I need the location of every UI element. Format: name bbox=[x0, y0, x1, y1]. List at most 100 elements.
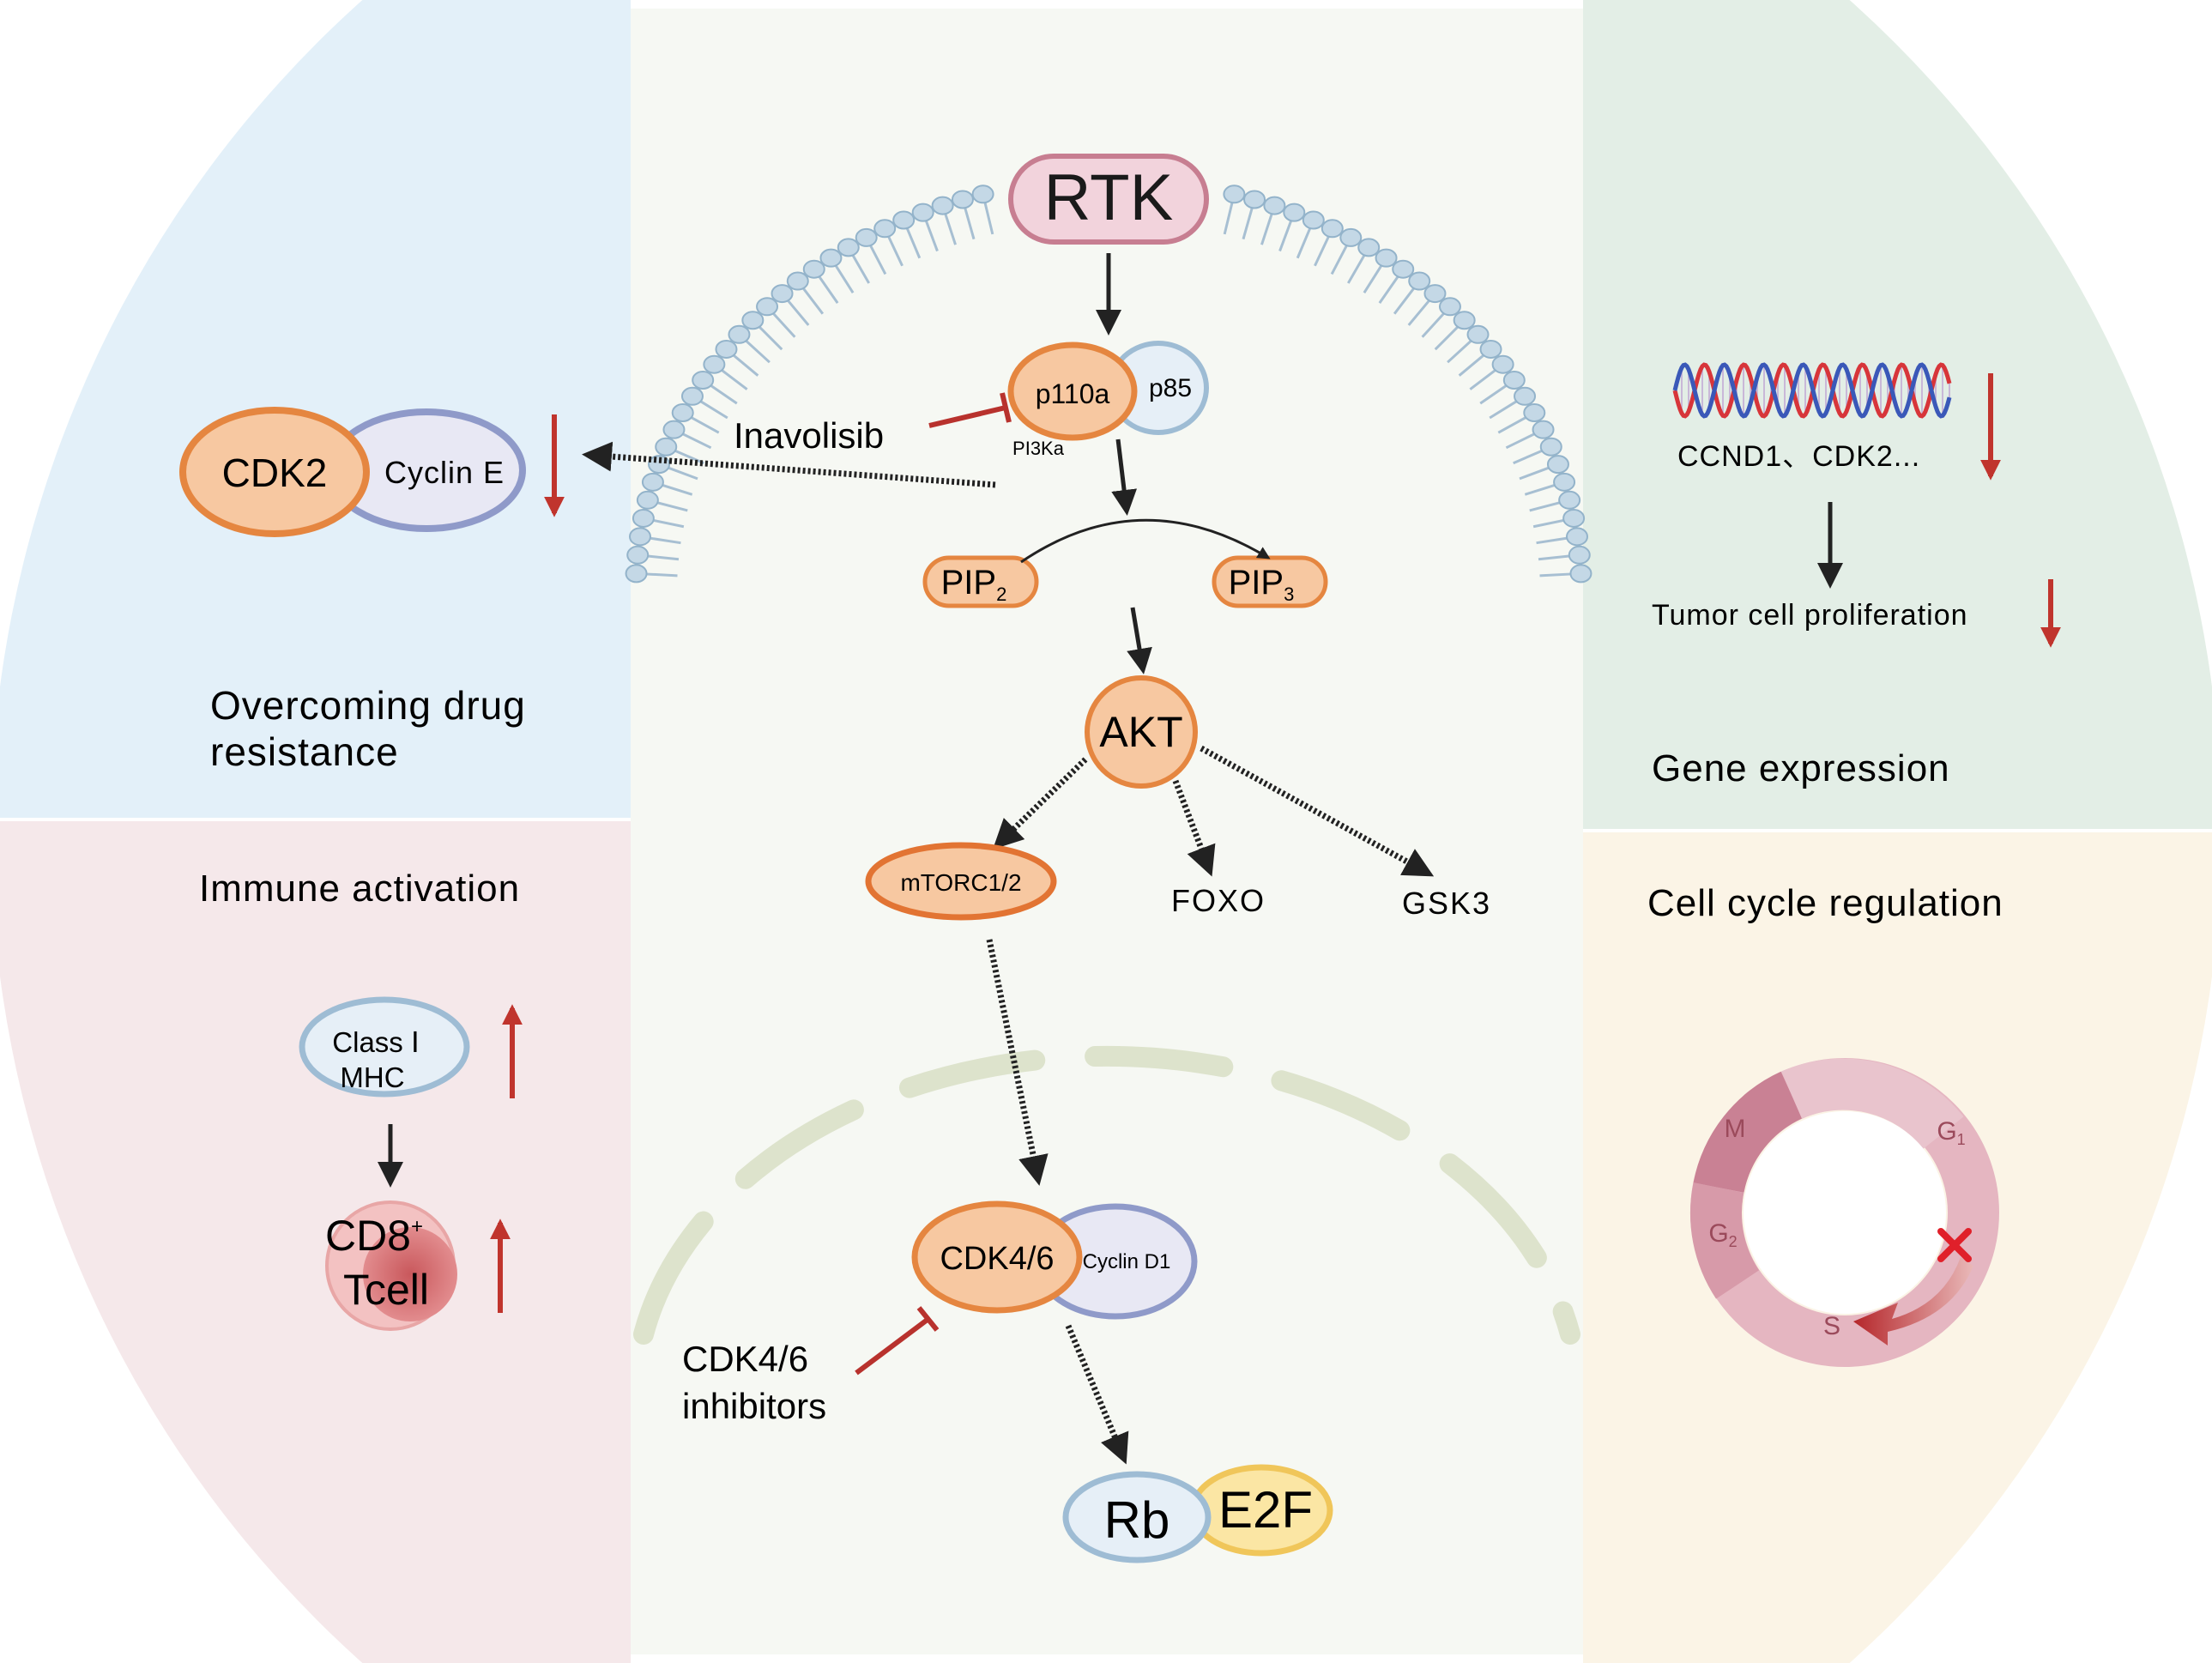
akt-label: AKT bbox=[1099, 708, 1182, 756]
lipid-head bbox=[1568, 545, 1591, 565]
lipid-tail bbox=[923, 216, 939, 252]
phase-s-label: S bbox=[1823, 1312, 1840, 1340]
lipid-tail bbox=[849, 251, 871, 284]
lipid-head bbox=[1532, 420, 1555, 439]
lipid-tail bbox=[1378, 272, 1402, 304]
genes-label: CCND1、CDK2... bbox=[1677, 440, 1920, 473]
lipid-tail bbox=[1539, 572, 1576, 578]
rb-node bbox=[1062, 1471, 1212, 1563]
lipid-tail bbox=[1421, 309, 1448, 338]
arrow-pi3k-pip bbox=[1111, 438, 1138, 516]
lipid-head bbox=[626, 545, 650, 565]
lipid-head bbox=[1562, 508, 1586, 528]
lipid-tail bbox=[1330, 241, 1350, 275]
phase-m-segment bbox=[1693, 1071, 1804, 1194]
lipid-tail bbox=[1346, 251, 1368, 284]
gsk3-label: GSK3 bbox=[1402, 886, 1491, 921]
cdk46-inhibition-line bbox=[855, 1316, 930, 1376]
cd8-label: CD8+ bbox=[325, 1212, 423, 1260]
cdk46-inhibitors-line2: inhibitors bbox=[682, 1386, 826, 1426]
cdk46-inhibition-bar bbox=[916, 1306, 940, 1332]
lipid-tail bbox=[769, 309, 796, 338]
nuclear-envelope bbox=[633, 1045, 1580, 1345]
cell-membrane bbox=[625, 184, 1593, 584]
mhc-node bbox=[299, 996, 470, 1098]
lipid-head bbox=[855, 227, 878, 247]
lipid-tail bbox=[1536, 535, 1573, 545]
lipid-tail bbox=[784, 296, 810, 326]
lipid-tail bbox=[670, 447, 704, 465]
lipid-tail bbox=[885, 233, 904, 267]
mtorc-label: mTORC1/2 bbox=[900, 869, 1021, 896]
lipid-tail bbox=[815, 272, 839, 304]
lipid-tail bbox=[1513, 447, 1547, 465]
lipid-tail bbox=[717, 366, 748, 390]
inavolisib-label: Inavolisib bbox=[734, 415, 884, 456]
arrow-pip2-pip3 bbox=[1020, 518, 1271, 564]
cdk46-inhibitors-line1: CDK4/6 bbox=[682, 1339, 808, 1379]
lipid-head bbox=[662, 420, 686, 439]
lipid-tail bbox=[1296, 224, 1313, 259]
lipid-tail bbox=[706, 382, 738, 405]
p85-label: p85 bbox=[1149, 374, 1192, 402]
lipid-tail bbox=[686, 414, 720, 434]
top-left-title-line1: Overcoming drug bbox=[210, 683, 526, 728]
lipid-tail bbox=[1538, 553, 1574, 561]
lipid-head bbox=[892, 210, 916, 230]
lipid-head bbox=[1466, 324, 1490, 344]
lipid-head bbox=[1263, 196, 1286, 215]
lipid-tail bbox=[1529, 499, 1565, 512]
lipid-tail bbox=[657, 482, 693, 496]
lipid-tail bbox=[696, 397, 728, 420]
foxo-label: FOXO bbox=[1171, 883, 1266, 918]
cell-cycle-center bbox=[1744, 1111, 1946, 1314]
cdk46-label: CDK4/6 bbox=[940, 1241, 1054, 1277]
lipid-head bbox=[1539, 437, 1562, 457]
lipid-tail bbox=[741, 336, 771, 364]
lipid-head bbox=[771, 284, 794, 304]
bottom-left-panel bbox=[0, 819, 631, 1663]
lipid-head bbox=[625, 564, 648, 584]
lipid-head bbox=[1423, 284, 1447, 304]
lipid-head bbox=[951, 190, 974, 209]
lipid-tail bbox=[867, 241, 887, 275]
lipid-tail bbox=[1363, 261, 1385, 294]
lipid-head bbox=[1392, 259, 1415, 279]
lipid-head bbox=[1321, 219, 1344, 239]
lipid-tail bbox=[755, 323, 783, 351]
lipid-head bbox=[1223, 184, 1246, 204]
rtk-label: RTK bbox=[1044, 161, 1174, 234]
e2f-label: E2F bbox=[1218, 1481, 1313, 1539]
lipid-tail bbox=[641, 572, 678, 578]
phase-g2-label: G2 bbox=[1708, 1219, 1737, 1250]
cdk2-label: CDK2 bbox=[222, 451, 328, 495]
lipid-tail bbox=[1314, 233, 1332, 267]
lipid-head bbox=[1491, 354, 1514, 374]
pi3ka-label: PI3Ka bbox=[1012, 438, 1065, 459]
lipid-tail bbox=[644, 535, 681, 545]
lipid-tail bbox=[1497, 414, 1531, 434]
lipid-tail bbox=[663, 464, 698, 481]
lipid-head bbox=[873, 219, 897, 239]
mhc-label-line2: MHC bbox=[340, 1061, 404, 1093]
arrow-pip-akt bbox=[1127, 607, 1152, 674]
g1-to-s-arrow bbox=[1853, 1257, 1973, 1346]
lipid-head bbox=[671, 403, 694, 423]
tcell-label: Tcell bbox=[343, 1266, 429, 1314]
tcell-nucleus bbox=[363, 1227, 457, 1321]
lipid-head bbox=[1502, 370, 1526, 390]
lipid-head bbox=[1558, 490, 1581, 510]
lipid-head bbox=[1453, 311, 1476, 330]
lipid-head bbox=[1438, 297, 1461, 317]
lipid-head bbox=[629, 527, 652, 547]
lipid-head bbox=[741, 311, 765, 330]
lipid-head bbox=[931, 196, 954, 215]
arrow-cdk46-rb bbox=[1065, 1324, 1129, 1465]
cyclin-e-label: Cyclin E bbox=[384, 455, 505, 490]
pip3-label: PIP3 bbox=[1229, 564, 1295, 605]
cdk2-node bbox=[179, 407, 370, 537]
cdk46-node bbox=[911, 1200, 1083, 1314]
phase-m-label: M bbox=[1725, 1115, 1746, 1143]
